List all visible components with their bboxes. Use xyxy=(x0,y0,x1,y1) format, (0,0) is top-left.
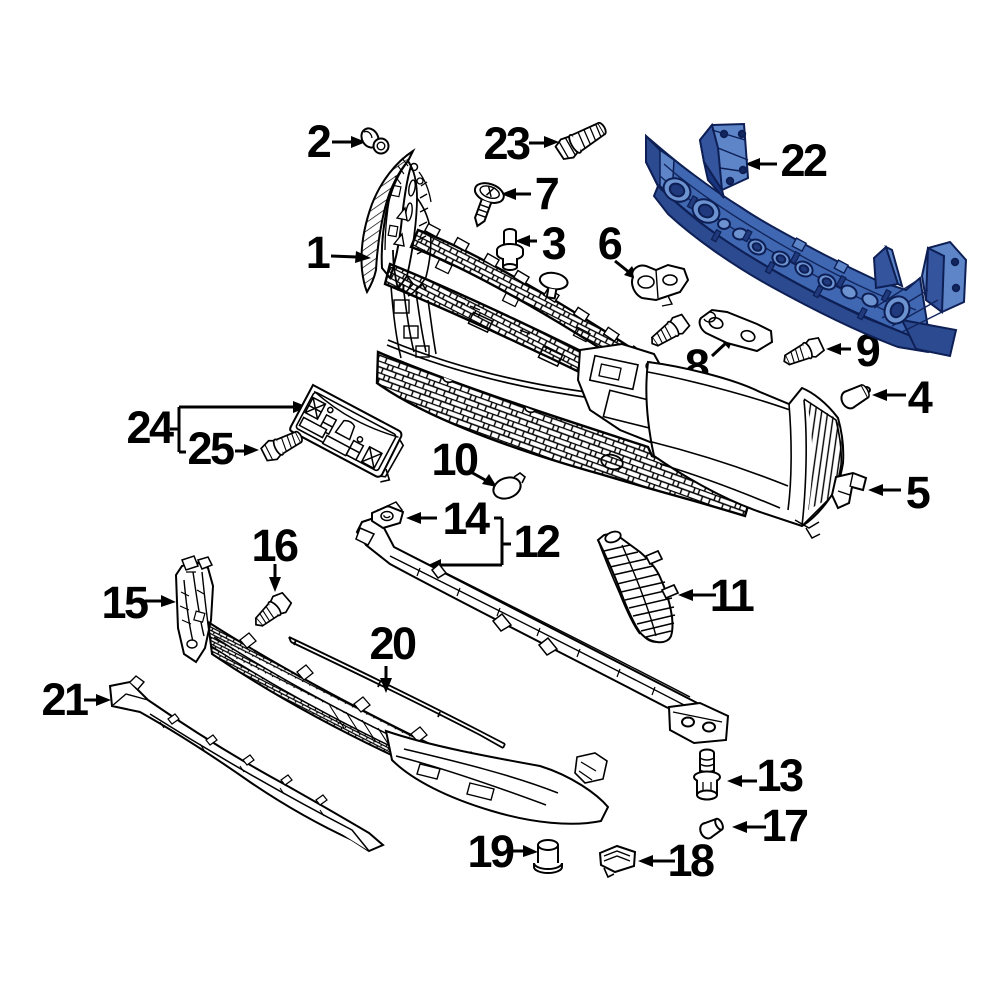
svg-text:20: 20 xyxy=(369,618,416,669)
svg-text:22: 22 xyxy=(780,135,827,186)
svg-text:4: 4 xyxy=(908,372,933,423)
svg-text:1: 1 xyxy=(306,227,330,278)
svg-text:17: 17 xyxy=(761,800,808,851)
svg-text:14: 14 xyxy=(442,493,490,544)
svg-text:12: 12 xyxy=(513,516,560,567)
svg-text:3: 3 xyxy=(542,218,566,269)
svg-text:6: 6 xyxy=(598,218,622,269)
svg-text:10: 10 xyxy=(431,434,478,485)
svg-text:2: 2 xyxy=(307,116,331,167)
svg-text:18: 18 xyxy=(667,835,714,886)
svg-text:13: 13 xyxy=(756,750,803,801)
svg-text:19: 19 xyxy=(467,826,514,877)
svg-text:16: 16 xyxy=(251,520,298,571)
svg-text:5: 5 xyxy=(906,467,930,518)
svg-text:15: 15 xyxy=(101,577,148,628)
svg-text:24: 24 xyxy=(126,402,174,453)
svg-text:7: 7 xyxy=(535,168,559,219)
svg-text:11: 11 xyxy=(710,570,754,621)
svg-text:25: 25 xyxy=(187,423,234,474)
svg-text:21: 21 xyxy=(41,674,88,725)
svg-text:23: 23 xyxy=(483,118,530,169)
